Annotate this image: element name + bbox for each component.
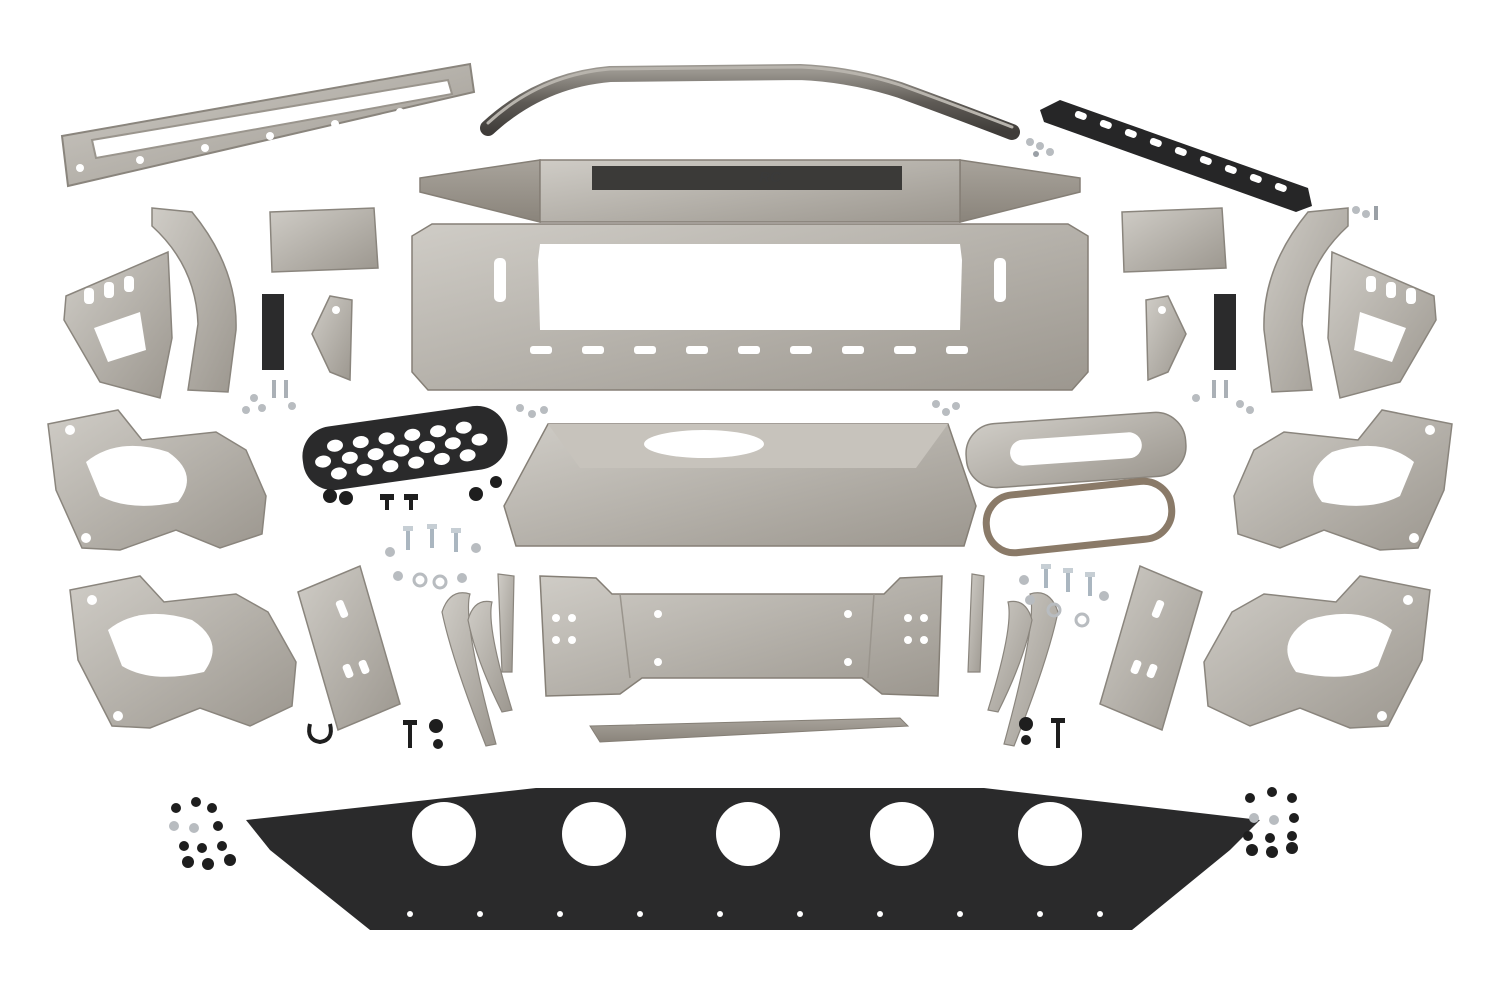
side-wing-bracket-left-upper [63,250,173,399]
hardware-skid-right [1243,787,1299,858]
light-bar-frame [60,62,476,188]
black-spacer-left [262,294,284,370]
bumper-hoop-tube [480,63,1020,140]
gusset-tab-right [1145,295,1187,382]
hardware-lower-left [307,719,443,749]
side-wing-bracket-right-upper [1327,250,1437,399]
gusset-plate-left-curve [151,207,237,393]
mesh-grille-plate [302,405,508,491]
skid-plate-black [246,788,1260,930]
rc-logo: RC [759,169,782,186]
hardware-kit [169,138,1378,870]
hardware-lower-right [1019,717,1065,748]
gusset-plate-right-curve [1263,207,1349,393]
bumper-filler-strip [589,717,910,743]
hardware-skid-left [169,797,236,870]
fairlead-gasket [982,477,1176,557]
frame-mount-plate-right [1099,564,1203,732]
hardware-zinc-bolts-right [1019,564,1109,628]
hardware-grille-bolts [323,476,502,510]
hardware-cluster-upper-left [242,380,548,418]
side-wing-bracket-right-mid [1233,409,1453,551]
fairlead-plate [965,411,1187,489]
winch-tray [503,423,977,547]
gusset-hook-right [967,573,1059,747]
hardware-cluster-upper-right [932,380,1254,416]
side-wing-bracket-left-lower [69,575,297,729]
frame-mount-bracket-right [1121,207,1227,273]
winch-mount-plate [539,575,943,697]
black-spacer-right [1214,294,1236,370]
side-wing-bracket-right-lower [1203,575,1431,729]
gusset-tab-left [311,295,353,382]
gusset-hook-left [441,573,515,747]
side-wing-bracket-left-mid [47,409,267,551]
frame-mount-plate-left [297,564,401,732]
light-bar-mount-black [1040,100,1312,212]
frame-mount-bracket-left [269,207,379,273]
bumper-main-shell: RC [411,159,1089,391]
hardware-cluster-top-right [1026,138,1378,220]
hardware-zinc-bolts-left [385,524,481,590]
